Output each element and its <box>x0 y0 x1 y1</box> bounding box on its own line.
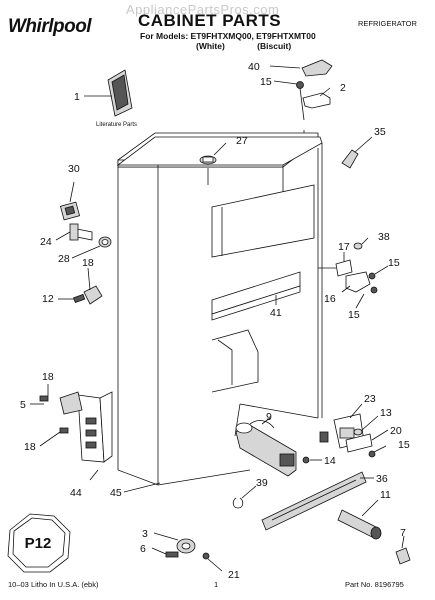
brand-logo: Whirlpool <box>8 16 92 37</box>
left-screws-upper <box>58 267 103 305</box>
top-cover-bracket <box>341 136 373 169</box>
callout-28: 28 <box>58 253 70 265</box>
footer-page-number: 1 <box>214 580 219 589</box>
top-hinge-parts <box>269 59 333 133</box>
callout-14: 14 <box>324 455 336 467</box>
left-upper-hinge <box>55 181 112 259</box>
colors-line: (White) (Biscuit) <box>196 41 292 51</box>
p12-badge: P12 <box>7 513 71 573</box>
front-roller <box>151 532 223 572</box>
callout-36: 36 <box>376 473 388 485</box>
cabinet-leader <box>123 482 161 493</box>
watermark: AppliancePartsPros.com <box>126 2 280 17</box>
footer-part-number: Part No. 8196795 <box>345 580 404 589</box>
callout-17: 17 <box>338 241 350 253</box>
callout-2: 2 <box>340 82 346 94</box>
callout-15: 15 <box>260 76 272 88</box>
callout-15b: 15 <box>388 257 400 269</box>
toe-grille <box>261 471 374 531</box>
callout-20: 20 <box>390 425 402 437</box>
callout-41: 41 <box>270 307 282 319</box>
callout-6: 6 <box>140 543 146 555</box>
callout-24: 24 <box>40 236 52 248</box>
callout-27: 27 <box>236 135 248 147</box>
callout-40: 40 <box>248 61 260 73</box>
literature-parts-label: Literature Parts <box>96 122 137 128</box>
callout-38: 38 <box>378 231 390 243</box>
callout-1: 1 <box>74 91 80 103</box>
cabinet-body <box>116 132 323 486</box>
callout-23: 23 <box>364 393 376 405</box>
footer-litho: 10–03 Litho In U.S.A. (ebk) <box>8 580 99 589</box>
callout-16: 16 <box>324 293 336 305</box>
callout-44: 44 <box>70 487 82 499</box>
literature-parts <box>84 69 133 117</box>
callout-layer: 40 15 2 1 27 35 30 17 38 24 28 15 18 12 … <box>20 61 410 581</box>
callout-9: 9 <box>266 411 272 423</box>
callout-12: 12 <box>42 293 54 305</box>
cabinet-plug <box>199 142 227 185</box>
callout-5: 5 <box>20 399 26 411</box>
category-label: REFRIGERATOR <box>358 19 417 28</box>
callout-18b: 18 <box>42 371 54 383</box>
leveling-parts <box>337 499 411 565</box>
right-lower-hinge <box>302 403 389 464</box>
callout-15d: 15 <box>398 439 410 451</box>
drain-tube-assembly <box>235 417 297 477</box>
callout-11: 11 <box>380 489 391 501</box>
callout-13: 13 <box>380 407 392 419</box>
callout-35: 35 <box>374 126 386 138</box>
callout-15c: 15 <box>348 309 360 321</box>
left-lower-hinge <box>30 384 113 481</box>
callout-3: 3 <box>142 528 148 540</box>
models-line: For Models: ET9FHTXMQ00, ET9FHTXMT00 <box>140 31 316 41</box>
callout-18c: 18 <box>24 441 36 453</box>
clip <box>232 485 257 509</box>
badge-label: P12 <box>25 535 52 552</box>
callout-39: 39 <box>256 477 268 489</box>
callout-30: 30 <box>68 163 80 175</box>
callout-21: 21 <box>228 569 240 581</box>
callout-18: 18 <box>82 257 94 269</box>
page-title: CABINET PARTS <box>138 11 282 30</box>
callout-7: 7 <box>400 527 406 539</box>
callout-45: 45 <box>110 487 122 499</box>
right-center-hinge <box>318 237 389 309</box>
